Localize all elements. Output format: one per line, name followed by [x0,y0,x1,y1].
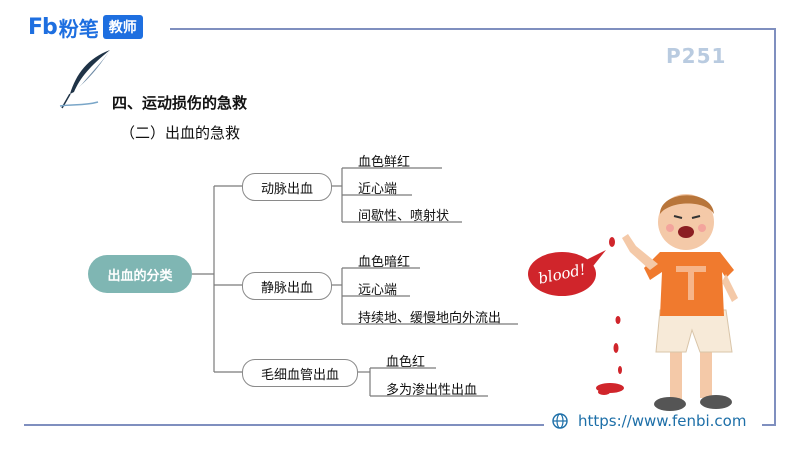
section-title: 四、运动损伤的急救 [112,94,248,112]
globe-icon [552,413,568,429]
url-text[interactable]: https://www.fenbi.com [578,412,747,430]
leaf-artery-position: 近心端 [358,182,398,197]
frame-top-line [170,28,776,30]
leaf-vein-position: 远心端 [358,283,398,298]
bleeding-boy-illustration: blood! [528,194,738,411]
leaf-capillary-color: 血色红 [386,355,426,370]
section-subtitle: （二）出血的急救 [120,124,241,142]
leaf-vein-pattern: 持续地、缓慢地向外流出 [358,311,502,326]
category-vein: 静脉出血 [242,272,332,300]
mindmap-root: 出血的分类 [88,255,192,293]
blood-drops [596,237,624,395]
frame-bottom-line [24,424,544,426]
quill-icon [59,50,110,109]
fenbi-logo: Fb 粉笔 教师 [28,14,143,41]
category-capillary: 毛细血管出血 [242,359,358,387]
speech-bubble: blood! [528,250,606,296]
fenbi-url[interactable]: https://www.fenbi.com [552,412,746,430]
leaf-vein-color: 血色暗红 [358,255,411,270]
frame-right-line [774,28,776,426]
frame-bottom-line-end [762,424,776,426]
logo-badge: 教师 [102,15,143,39]
page-number: P251 [666,44,727,68]
leaf-artery-pattern: 间歇性、喷射状 [358,209,450,224]
leaf-artery-color: 血色鲜红 [358,155,411,170]
leaf-capillary-pattern: 多为渗出性出血 [386,383,478,398]
logo-mark: Fb [28,14,58,40]
category-artery: 动脉出血 [242,173,332,201]
logo-name: 粉笔 [58,16,99,41]
